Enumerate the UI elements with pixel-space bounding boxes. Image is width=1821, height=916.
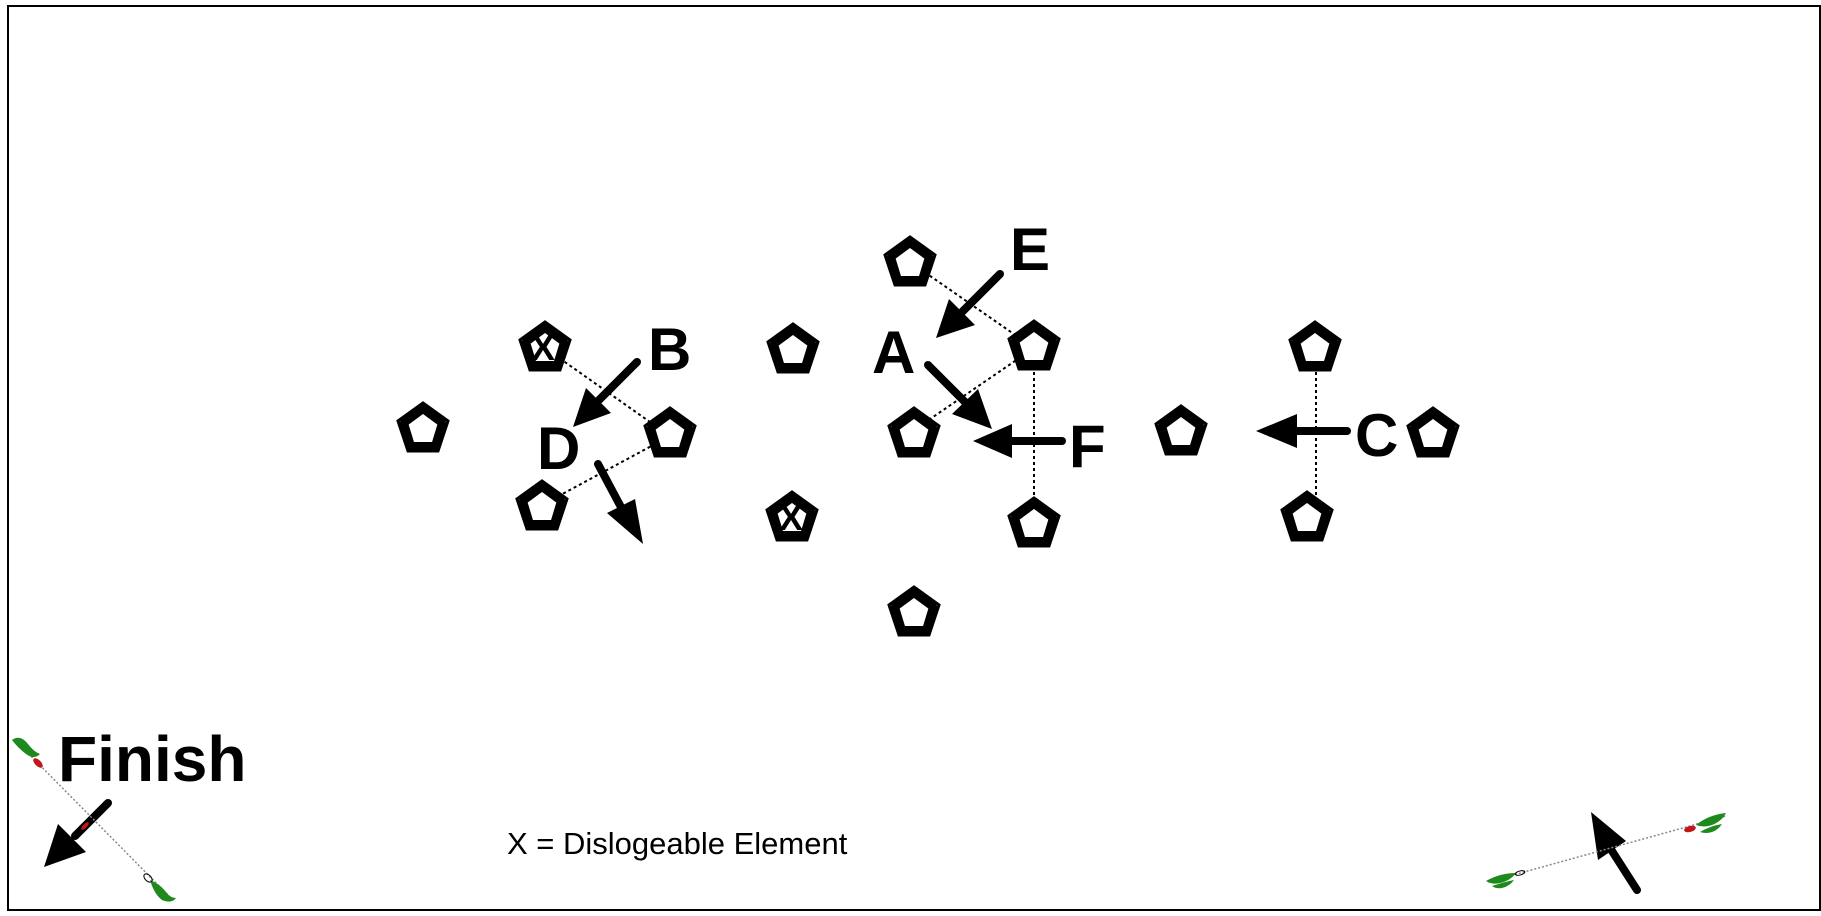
finish-label: Finish [58, 723, 246, 795]
arrow-f-icon [973, 424, 1066, 458]
start-gate [1486, 813, 1727, 889]
element-connectors [541, 261, 1317, 524]
label-e: E [1010, 216, 1050, 283]
arrow-finish-icon [44, 799, 112, 867]
element-a-right [1009, 321, 1059, 369]
element-c-bottom [1282, 492, 1332, 540]
arrow-c-icon [1256, 414, 1351, 448]
label-b: B [648, 316, 691, 383]
dislodgeable-mark-center-bottom: X [779, 497, 803, 538]
finish-gate [12, 737, 176, 902]
direction-arrows [44, 270, 1641, 894]
label-a: A [872, 319, 915, 386]
start-flag-left-icon [1486, 870, 1526, 889]
element-left-single [398, 403, 448, 451]
start-flag-right-icon [1684, 813, 1726, 833]
element-c-left [1156, 406, 1206, 454]
page-border [7, 5, 1821, 911]
finish-flag-bottom-icon [143, 873, 176, 902]
element-a-mid [889, 408, 939, 456]
label-c: C [1355, 402, 1398, 469]
element-bottom-single [889, 587, 939, 635]
element-c-right [1408, 408, 1458, 456]
legend-text: X = Dislogeable Element [507, 826, 848, 861]
element-d-bottom [517, 481, 567, 529]
arrow-b-icon [573, 358, 641, 427]
dislodgeable-mark-d-top: X [531, 327, 555, 368]
label-d: D [537, 415, 580, 482]
connector-a-mid-to-right [913, 347, 1035, 431]
arrow-start-icon [1591, 812, 1641, 894]
connector-e-to-a-right [909, 261, 1035, 349]
arrow-a-icon [924, 361, 992, 429]
element-e-top [885, 237, 935, 285]
element-c-top [1290, 322, 1340, 370]
label-f: F [1069, 413, 1106, 480]
element-f-bottom [1009, 498, 1059, 546]
arrow-e-icon [936, 270, 1004, 338]
arrow-d-icon [594, 460, 643, 544]
element-center-top [768, 324, 818, 372]
finish-flag-top-icon [12, 737, 43, 768]
element-d-mid [645, 408, 695, 456]
